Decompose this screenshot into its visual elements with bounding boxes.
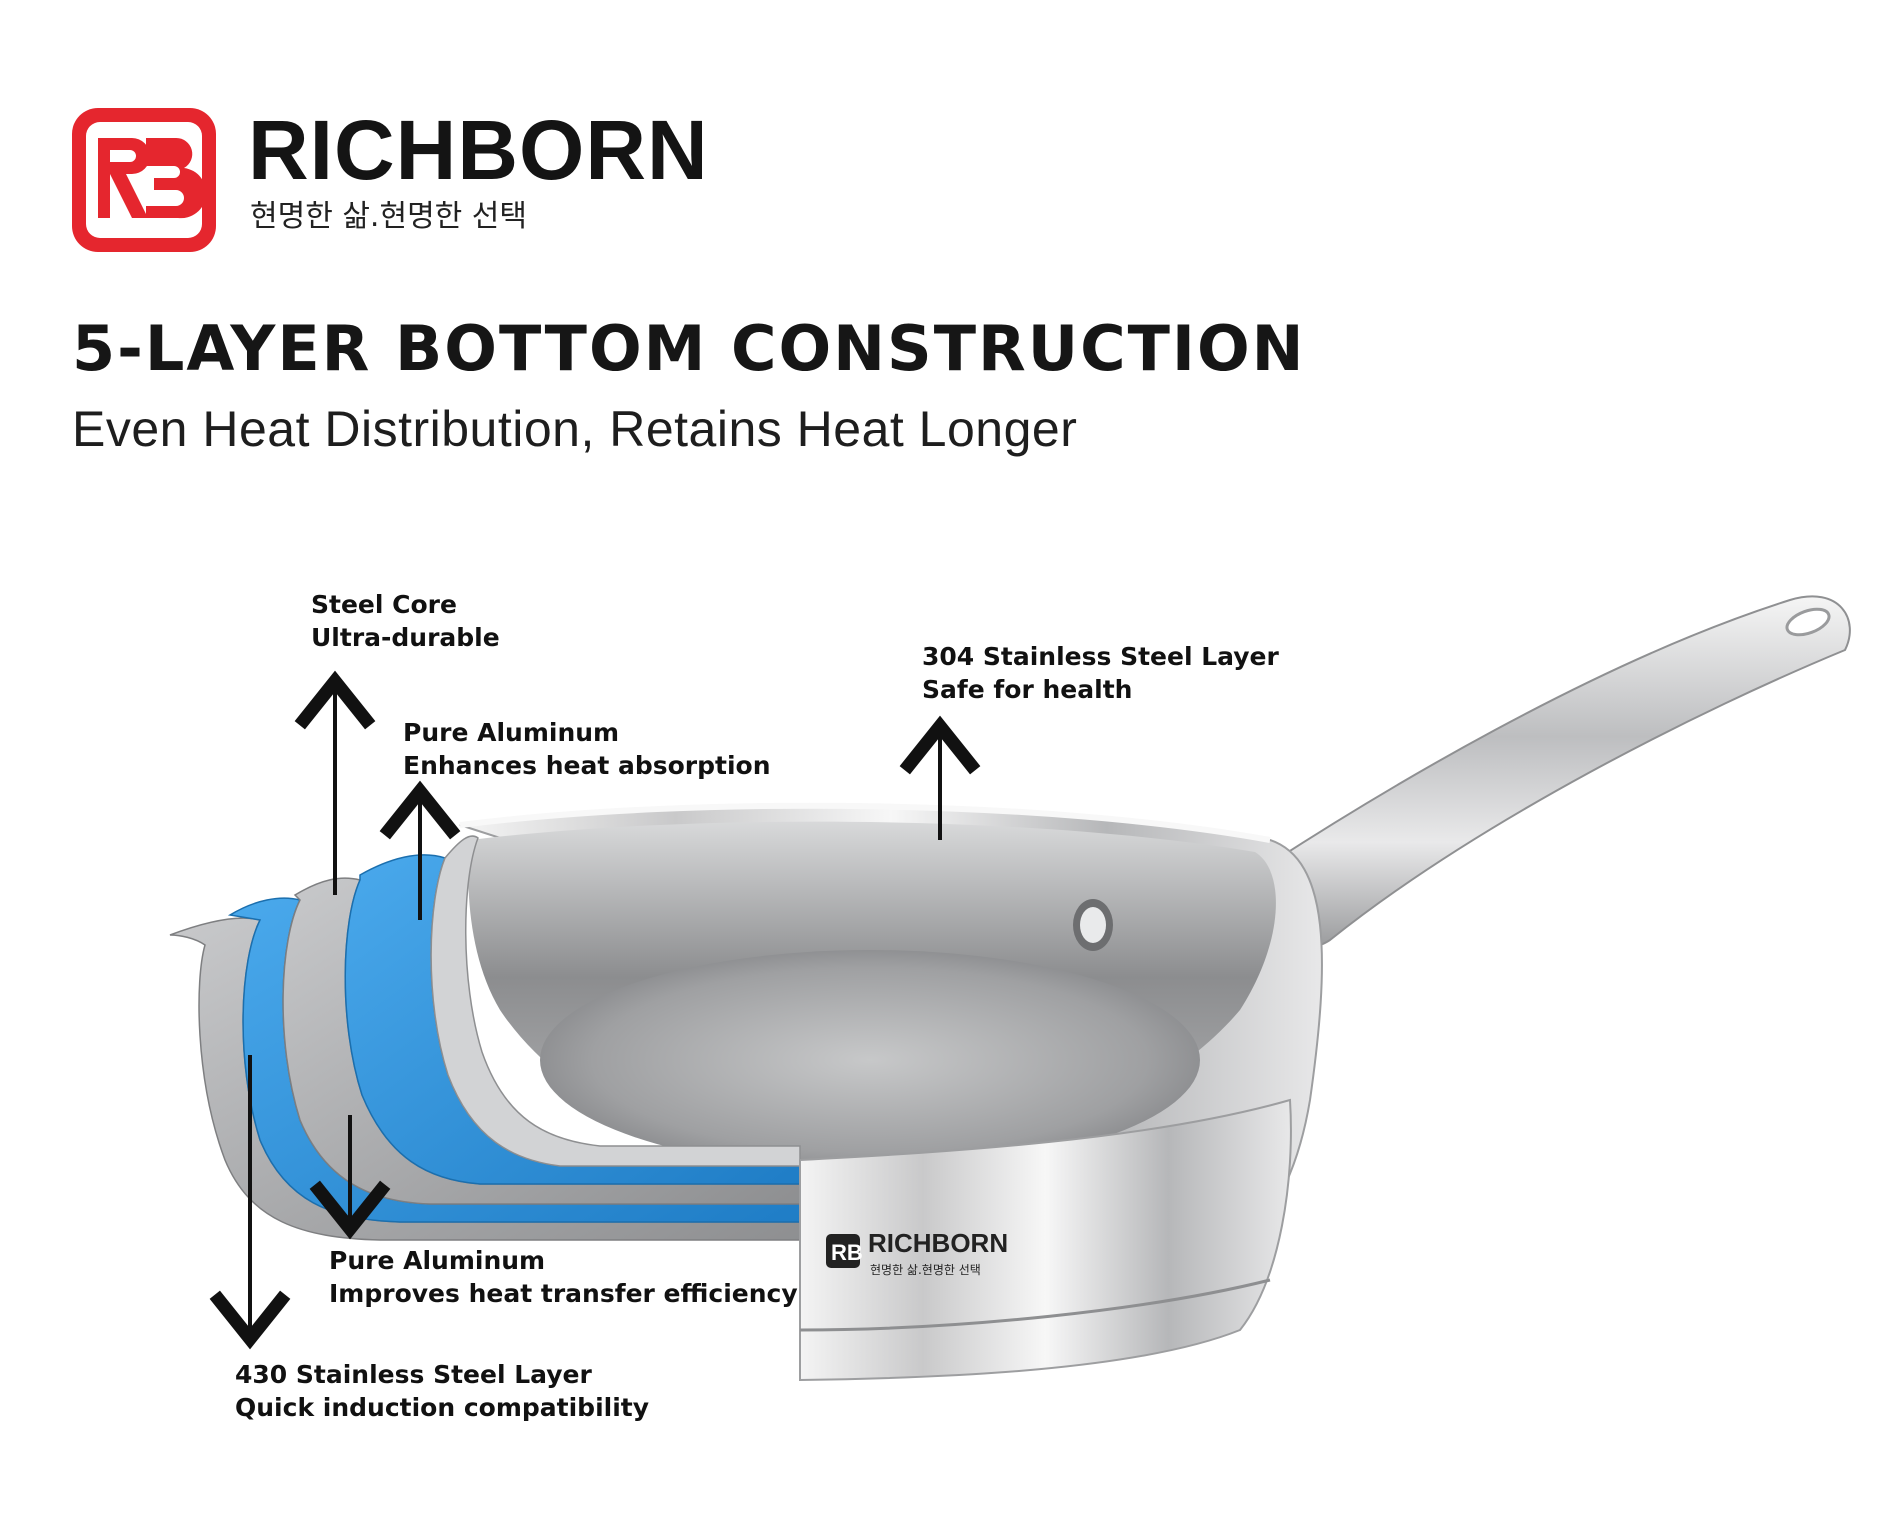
callout-upper-aluminum-benefit: Enhances heat absorption — [403, 751, 771, 780]
callout-304-steel-benefit: Safe for health — [922, 675, 1133, 704]
callout-upper-aluminum: Pure Aluminum Enhances heat absorption — [403, 716, 771, 782]
richborn-logo-icon — [72, 108, 216, 252]
pan-brand-tagline: 현명한 삶.현명한 선택 — [870, 1263, 981, 1277]
callout-steel-core: Steel Core Ultra-durable — [311, 588, 500, 654]
callout-430-steel-benefit: Quick induction compatibility — [235, 1393, 650, 1422]
pan-front-band — [799, 1098, 1292, 1382]
page-subtitle: Even Heat Distribution, Retains Heat Lon… — [72, 401, 1078, 457]
layer-304-steel — [430, 835, 801, 1167]
callout-304-steel-title: 304 Stainless Steel Layer — [922, 642, 1279, 671]
callout-lower-aluminum-title: Pure Aluminum — [329, 1246, 546, 1275]
rivet-icon — [1073, 899, 1113, 951]
brand-name: RICHBORN — [248, 103, 709, 197]
brand-tagline: 현명한 삶.현명한 선택 — [250, 199, 528, 234]
pan-brand-name: RICHBORN — [868, 1228, 1008, 1258]
callout-430-steel-title: 430 Stainless Steel Layer — [235, 1360, 592, 1389]
callout-steel-core-title: Steel Core — [311, 590, 457, 619]
pan-floor — [540, 950, 1200, 1170]
callout-lower-aluminum: Pure Aluminum Improves heat transfer eff… — [329, 1244, 798, 1310]
callout-430-steel: 430 Stainless Steel Layer Quick inductio… — [235, 1358, 649, 1424]
layer-cutaway — [169, 835, 801, 1241]
frying-pan-cutaway-illustration: RB RICHBORN 현명한 삶.현명한 선택 — [169, 595, 1851, 1382]
svg-text:RB: RB — [831, 1240, 863, 1265]
callout-304-steel: 304 Stainless Steel Layer Safe for healt… — [922, 640, 1279, 706]
callout-lower-aluminum-benefit: Improves heat transfer efficiency — [329, 1279, 798, 1308]
page-title: 5-LAYER BOTTOM CONSTRUCTION — [72, 312, 1306, 385]
callout-steel-core-benefit: Ultra-durable — [311, 623, 500, 652]
callout-upper-aluminum-title: Pure Aluminum — [403, 718, 620, 747]
pan-logo-icon — [826, 1234, 860, 1268]
